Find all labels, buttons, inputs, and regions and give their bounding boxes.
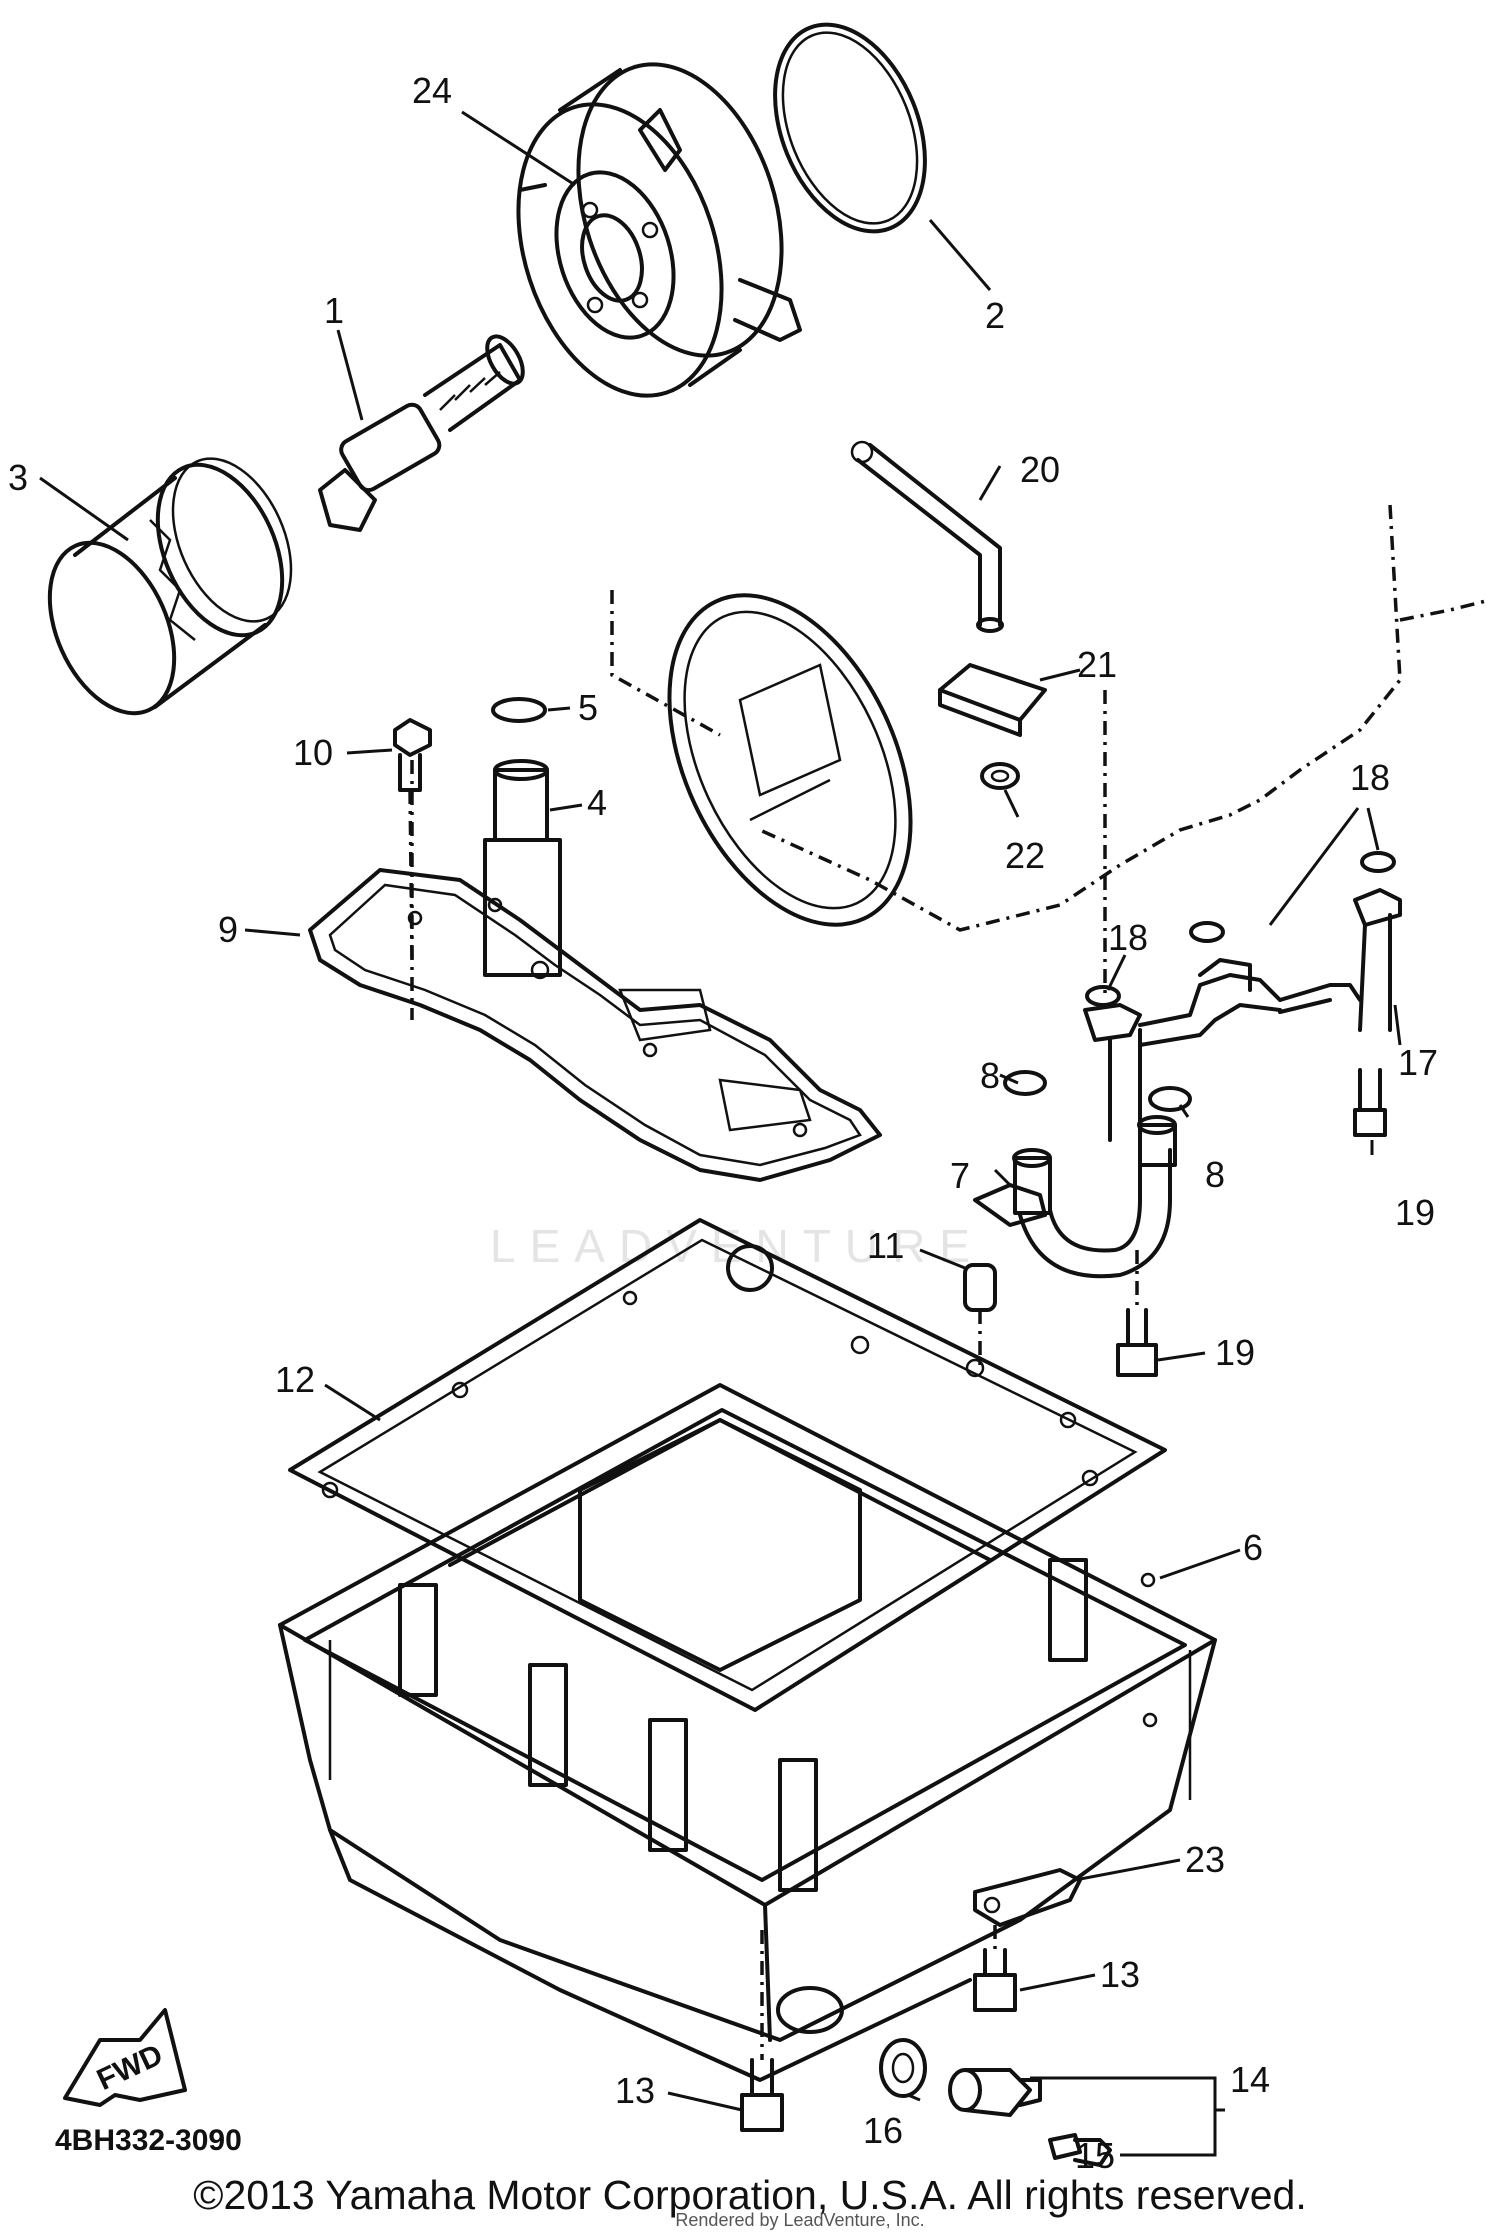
part-clip[interactable] bbox=[980, 762, 1020, 790]
fwd-label: FWD bbox=[92, 2038, 168, 2097]
watermark: LEADVENTURE bbox=[490, 1220, 984, 1272]
callout-24: 24 bbox=[412, 70, 452, 111]
part-bracket[interactable] bbox=[973, 1868, 1082, 1927]
callout-22: 22 bbox=[1005, 835, 1045, 876]
part-bolt-15[interactable] bbox=[1048, 2133, 1112, 2167]
callout-18-left: 18 bbox=[1108, 917, 1148, 958]
callout-6: 6 bbox=[1243, 1527, 1263, 1568]
part-o-ring-small[interactable] bbox=[491, 697, 547, 723]
part-pipe-4[interactable] bbox=[483, 759, 562, 980]
callout-5: 5 bbox=[578, 687, 598, 728]
callout-21: 21 bbox=[1077, 644, 1117, 685]
callout-17: 17 bbox=[1398, 1042, 1438, 1083]
part-oil-cooler[interactable] bbox=[483, 38, 816, 422]
rendered-by: Rendered by LeadVenture, Inc. bbox=[675, 2210, 925, 2230]
part-oil-pipe-7[interactable] bbox=[973, 1115, 1177, 1279]
part-o-ring-18[interactable] bbox=[1085, 851, 1396, 1007]
callout-1: 1 bbox=[324, 290, 344, 331]
part-bolt-13a[interactable] bbox=[973, 1925, 1017, 2012]
callout-19-right: 19 bbox=[1395, 1192, 1435, 1233]
part-bolt-13b[interactable] bbox=[740, 1930, 784, 2132]
watermark-text: LEADVENTURE bbox=[490, 1220, 984, 1272]
part-oil-pan[interactable] bbox=[278, 1383, 1217, 2082]
callout-3: 3 bbox=[8, 457, 28, 498]
callout-13-left: 13 bbox=[615, 2070, 655, 2111]
callout-12: 12 bbox=[275, 1359, 315, 1400]
callout-labels: 24 1 3 2 20 21 22 5 4 10 9 18 18 17 19 8… bbox=[8, 70, 1438, 2176]
callout-10: 10 bbox=[293, 732, 333, 773]
callout-11: 11 bbox=[867, 1225, 904, 1266]
callout-14: 14 bbox=[1230, 2059, 1270, 2100]
part-drain-bolt[interactable] bbox=[948, 2068, 1042, 2117]
leader-lines bbox=[39, 110, 1402, 2157]
callout-15: 15 bbox=[1075, 2135, 1115, 2176]
callout-20: 20 bbox=[1020, 449, 1060, 490]
part-o-ring-8[interactable] bbox=[1003, 1070, 1192, 1112]
part-washer[interactable] bbox=[879, 2038, 927, 2098]
callout-8-left: 8 bbox=[980, 1055, 1000, 1096]
part-o-ring-large[interactable] bbox=[746, 2, 953, 253]
callout-23: 23 bbox=[1185, 1839, 1225, 1880]
part-bolt-19a[interactable] bbox=[1353, 1068, 1387, 1137]
callout-7: 7 bbox=[950, 1155, 970, 1196]
callout-16: 16 bbox=[863, 2110, 903, 2151]
part-gasket-12[interactable] bbox=[288, 1218, 1167, 1712]
part-oil-filter[interactable] bbox=[25, 440, 314, 732]
part-union-bolt[interactable] bbox=[318, 330, 530, 532]
part-oil-pipe-17[interactable] bbox=[1083, 888, 1402, 1142]
callout-13-right: 13 bbox=[1100, 1954, 1140, 1995]
callout-8-right: 8 bbox=[1205, 1154, 1225, 1195]
part-damper[interactable] bbox=[938, 663, 1047, 737]
part-gasket-9[interactable] bbox=[308, 868, 882, 1182]
fwd-arrow-icon: FWD bbox=[63, 2008, 187, 2107]
callout-4: 4 bbox=[587, 782, 607, 823]
part-bolt-19b[interactable] bbox=[1116, 1250, 1158, 1377]
diagram-code: 4BH332-3090 bbox=[55, 2124, 242, 2157]
callout-19-center: 19 bbox=[1215, 1332, 1255, 1373]
callout-9: 9 bbox=[218, 909, 238, 950]
callout-2: 2 bbox=[985, 295, 1005, 336]
crankcase-outline bbox=[410, 504, 1491, 1020]
copyright-notice: ©2013 Yamaha Motor Corporation, U.S.A. A… bbox=[193, 2172, 1307, 2218]
part-dowel-pin[interactable] bbox=[963, 1263, 997, 1370]
callout-18-right: 18 bbox=[1350, 757, 1390, 798]
part-oil-pipe[interactable] bbox=[850, 440, 1004, 633]
part-oil-strainer[interactable] bbox=[621, 557, 959, 963]
